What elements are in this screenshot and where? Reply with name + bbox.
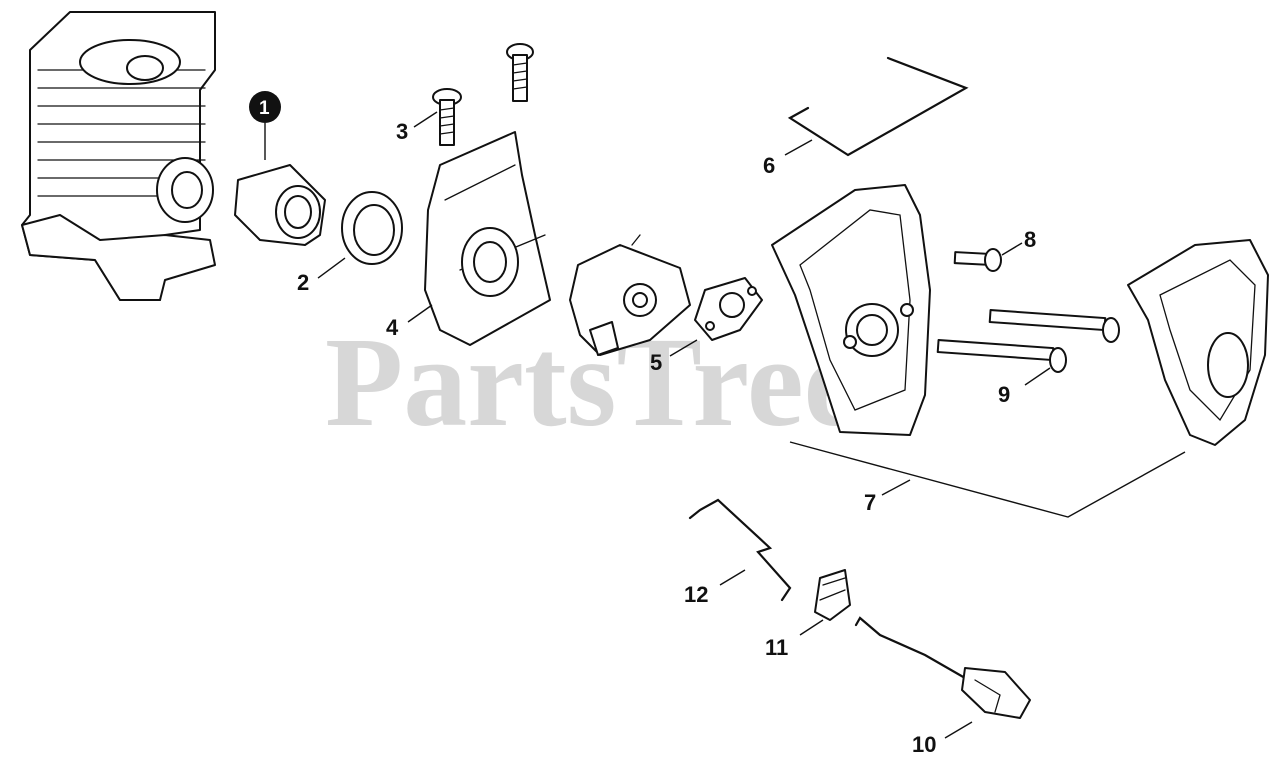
bolt-part-9a[interactable] xyxy=(988,309,1120,343)
ring-gasket-part[interactable] xyxy=(341,191,403,265)
carburetor-part[interactable] xyxy=(569,234,691,356)
screw-part-short[interactable] xyxy=(432,88,462,146)
callout-5-label: 5 xyxy=(650,350,662,375)
callout-1-label: 1 xyxy=(259,98,270,119)
callout-9-label: 9 xyxy=(998,382,1010,407)
air-filter-base-part[interactable] xyxy=(771,184,931,436)
carburetor-gasket-part[interactable] xyxy=(694,277,763,341)
callout-12-label: 12 xyxy=(684,582,708,607)
screw-part-long[interactable] xyxy=(506,43,534,102)
callout-4-label: 4 xyxy=(386,315,399,340)
air-filter-cover-part[interactable] xyxy=(1127,239,1269,446)
callout-8-label: 8 xyxy=(1024,227,1036,252)
callout-3-label: 3 xyxy=(396,119,408,144)
callout-6-label: 6 xyxy=(763,153,775,178)
wire-clip-part[interactable] xyxy=(787,56,969,157)
choke-rod-part[interactable] xyxy=(854,616,1031,719)
bolt-part-9b[interactable] xyxy=(936,339,1067,373)
callout-10-label: 10 xyxy=(912,732,936,757)
callout-2-label: 2 xyxy=(297,270,309,295)
intake-boot-part[interactable] xyxy=(234,164,326,246)
screw-part-8[interactable] xyxy=(953,248,1002,272)
callout-7-label: 7 xyxy=(864,490,876,515)
carburetor-mount-part[interactable] xyxy=(424,131,551,346)
clip-part-11[interactable] xyxy=(814,569,851,621)
cylinder-part[interactable] xyxy=(21,11,216,301)
callout-badge-1 xyxy=(249,91,281,123)
throttle-rod-part[interactable] xyxy=(688,498,792,602)
callout-11-label: 11 xyxy=(765,635,788,660)
